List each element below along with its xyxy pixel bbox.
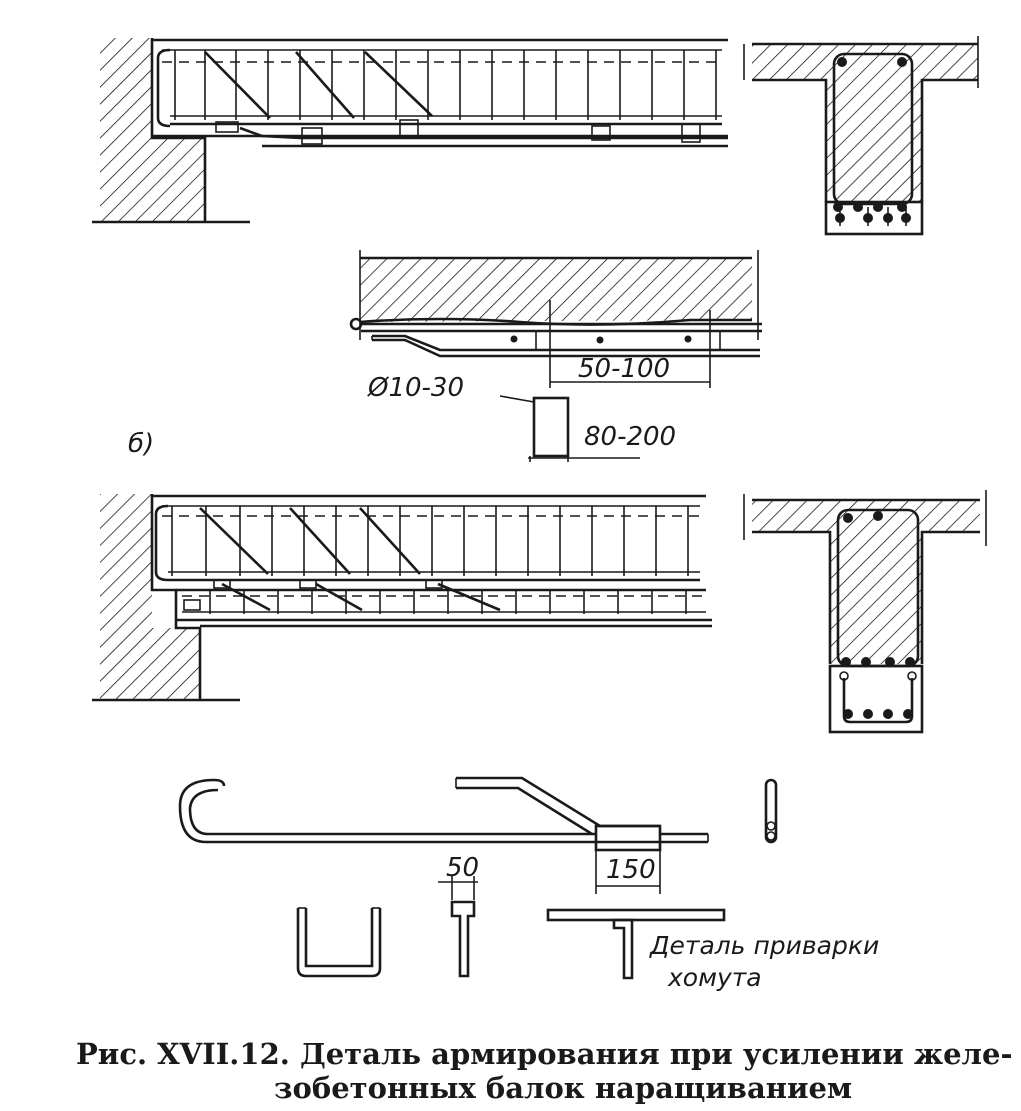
dim-150-label: 150: [606, 855, 656, 885]
weld-detail-note-line1: Деталь приварки: [649, 931, 879, 960]
top-cross-section: [743, 36, 979, 236]
plate-width-label: 80-200: [584, 422, 676, 452]
bottom-cross-section: [743, 490, 987, 734]
bar-hook-detail: [178, 776, 709, 894]
caption-line1: Рис. XVII.12. Деталь армирования при уси…: [76, 1037, 1013, 1071]
bar-diameter-label: Ø10-30: [367, 373, 464, 403]
stirrup-weld-detail: [546, 908, 726, 980]
bottom-stirrups: [171, 506, 689, 576]
small-bar-section: [764, 778, 778, 844]
top-stirrups: [174, 50, 717, 120]
dim-50-label: 50: [446, 853, 479, 883]
weld-length-label: 50-100: [578, 354, 670, 384]
variant-b-label: б): [128, 429, 154, 459]
top-beam-elevation: [92, 38, 728, 224]
u-stirrup-detail: [296, 907, 382, 978]
caption-line2: зобетонных балок наращиванием: [274, 1071, 852, 1105]
top-weld-marks: [215, 119, 701, 145]
bottom-beam-elevation: [92, 494, 712, 702]
stirrup-end-detail: [438, 876, 478, 978]
bottom-added-cage: [182, 579, 706, 614]
weld-detail-note-line2: хомута: [667, 963, 762, 992]
weld-detail-elevation: [349, 250, 762, 462]
